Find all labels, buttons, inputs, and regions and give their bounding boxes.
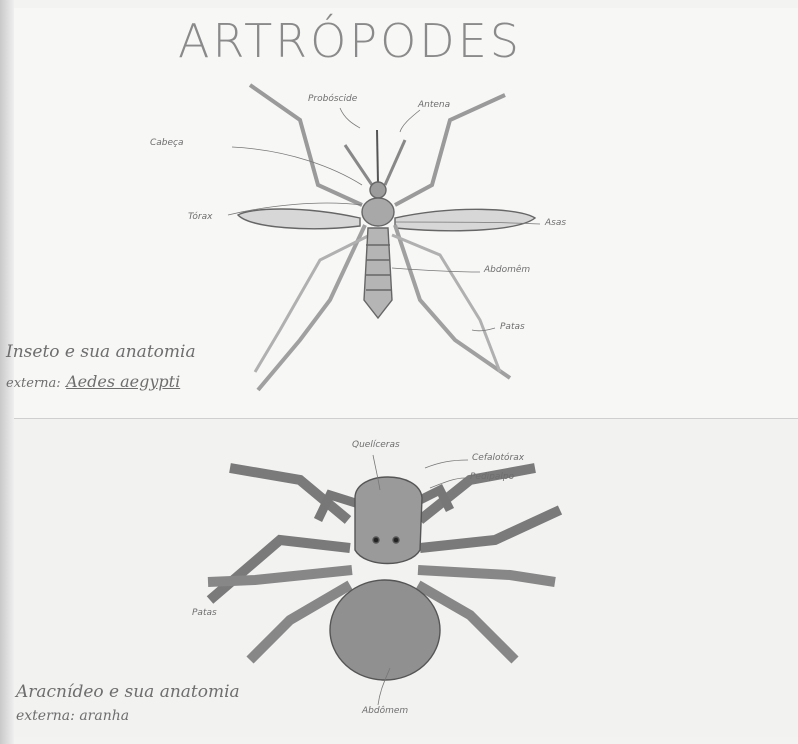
label-queliceras: Quelíceras bbox=[352, 440, 400, 450]
spider-caption-line2: externa: aranha bbox=[16, 708, 129, 724]
label-cefalotorax: Cefalotórax bbox=[472, 453, 524, 463]
label-abdomen-spider: Abdômem bbox=[362, 706, 408, 716]
label-patas-spider: Patas bbox=[192, 608, 217, 618]
label-pedipalpo: Pedipalpo bbox=[470, 472, 514, 482]
spider-caption-line1: Aracnídeo e sua anatomia bbox=[16, 682, 240, 702]
